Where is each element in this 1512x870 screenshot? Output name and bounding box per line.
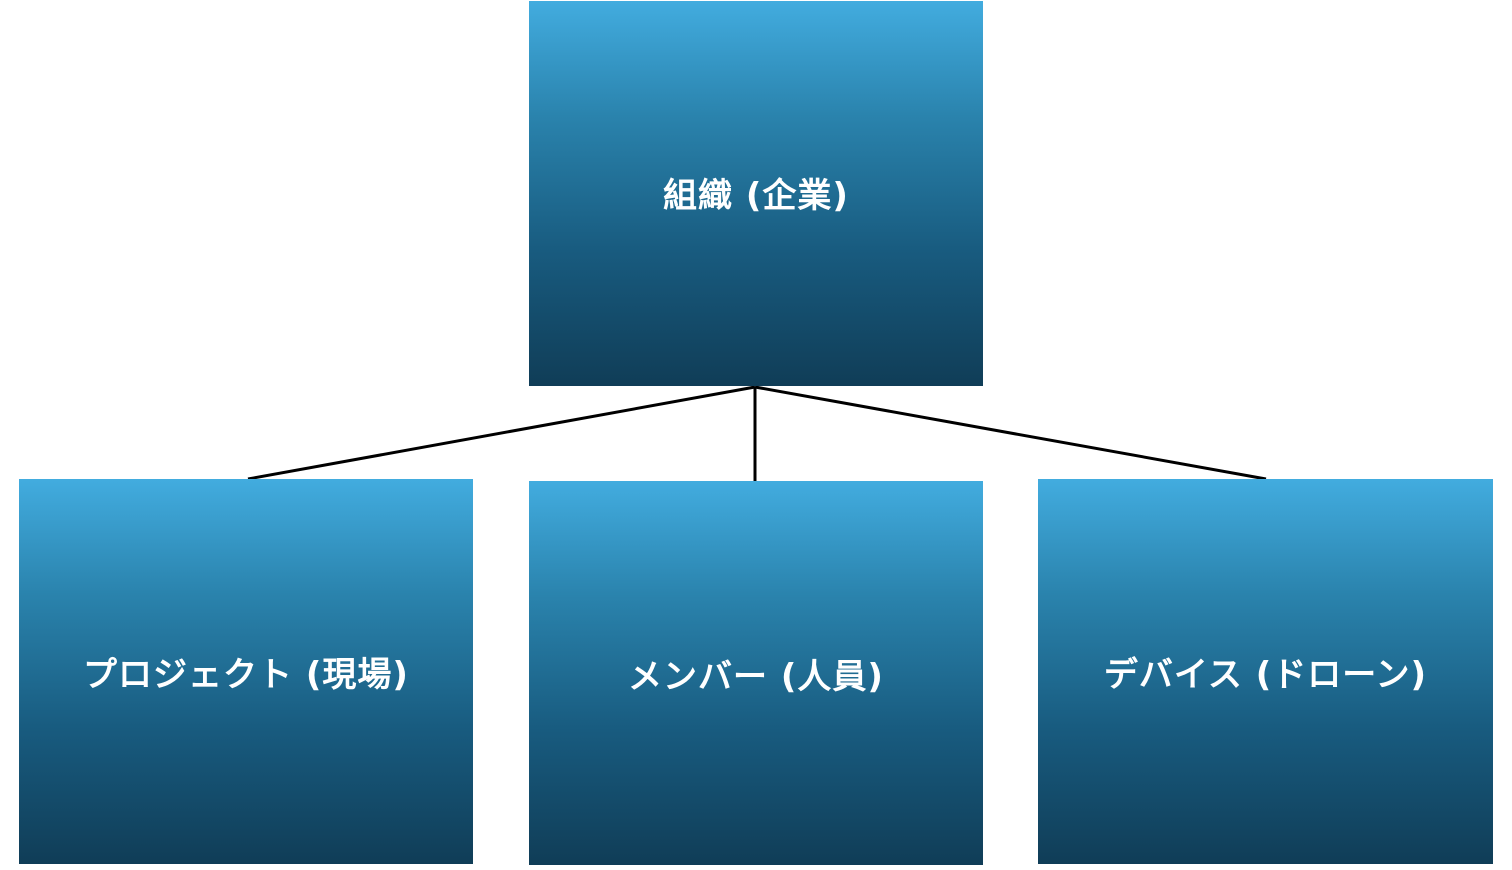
node-project: プロジェクト (現場) [19,479,473,864]
node-organization: 組織 (企業) [529,1,983,386]
node-member-label: メンバー (人員) [628,656,884,697]
node-device-label: デバイス (ドローン) [1103,655,1428,695]
node-organization-label: 組織 (企業) [663,176,849,216]
connector-root-to-device [754,385,1267,481]
node-project-label: プロジェクト (現場) [83,655,409,695]
node-device: デバイス (ドローン) [1038,479,1493,864]
connector-root-to-project [247,385,756,481]
node-member: メンバー (人員) [529,481,983,865]
